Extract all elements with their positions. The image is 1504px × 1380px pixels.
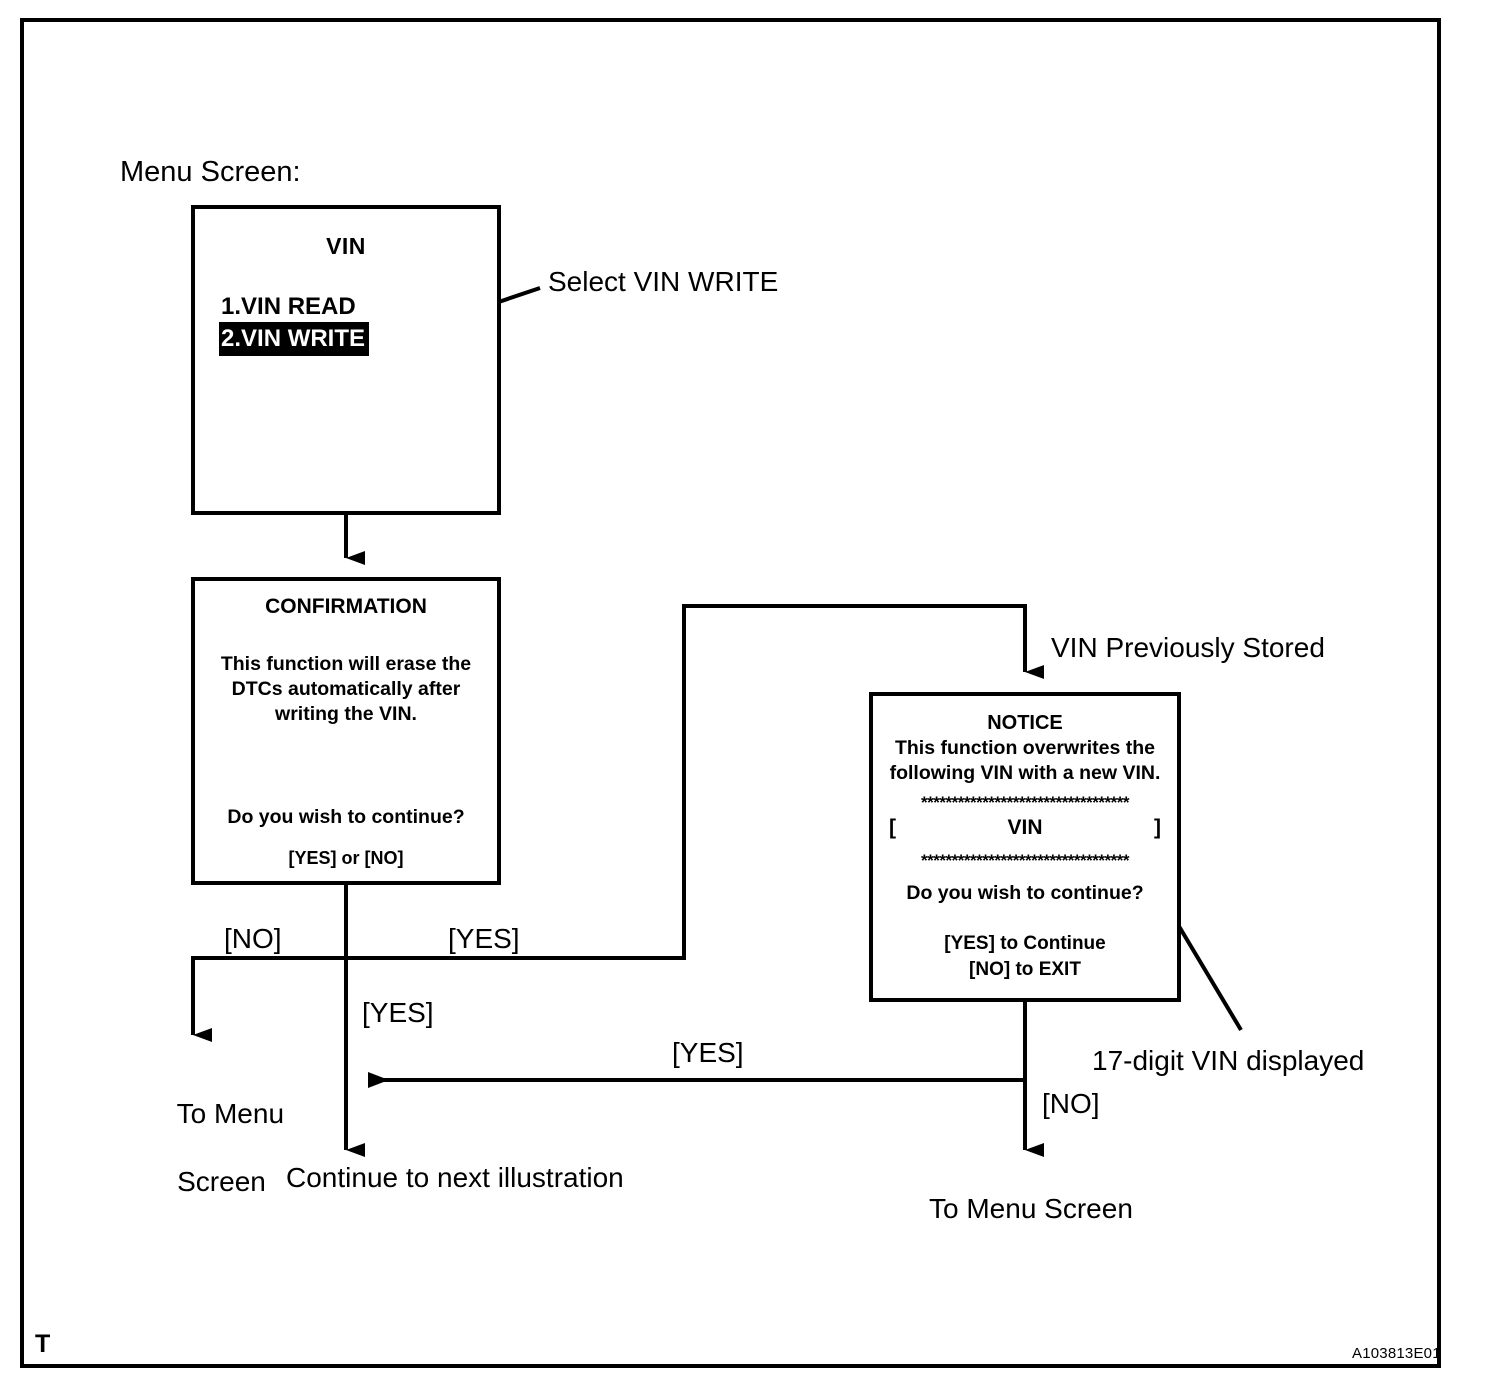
notice-title: NOTICE <box>987 712 1063 734</box>
screen-notice: NOTICE This function overwrites the foll… <box>869 692 1181 1002</box>
confirmation-question: Do you wish to continue? <box>227 806 465 828</box>
confirmation-body: This function will erase the DTCs automa… <box>205 652 487 727</box>
notice-body-line1: This function overwrites the <box>894 737 1156 759</box>
menu-screen-label: Menu Screen: <box>120 156 301 188</box>
edge-label-no-confirmation: [NO] <box>224 923 282 954</box>
confirmation-body-line1: This function will erase the <box>220 653 472 675</box>
confirmation-title: CONFIRMATION <box>265 595 427 618</box>
notice-separator-top: ********************************** <box>921 793 1129 809</box>
callout-vin-previously-stored: VIN Previously Stored <box>1051 632 1325 663</box>
notice-body: This function overwrites the following V… <box>879 736 1171 786</box>
notice-separator-bottom: ********************************** <box>921 851 1129 867</box>
terminal-to-menu-screen-left-line2: Screen <box>177 1166 266 1197</box>
callout-17-digit-vin-displayed: 17-digit VIN displayed <box>1092 1045 1365 1076</box>
edge-label-yes-notice-return: [YES] <box>672 1037 744 1068</box>
confirmation-body-line3: writing the VIN. <box>275 703 417 725</box>
menu-item-vin-write[interactable]: 2.VIN WRITE <box>219 322 370 356</box>
terminal-to-menu-screen-left: To Menu Screen <box>146 1063 284 1233</box>
notice-actions: [YES] to Continue [NO] to EXIT <box>873 931 1177 983</box>
notice-vin-bracket-open: [ <box>889 816 896 839</box>
screen-confirmation: CONFIRMATION This function will erase th… <box>191 577 501 885</box>
notice-vin-value: VIN <box>1007 816 1043 839</box>
notice-body-line2: following VIN with a new VIN. <box>889 762 1161 784</box>
notice-vin-bracket-close: ] <box>1154 816 1161 839</box>
corner-mark: T <box>35 1330 51 1358</box>
confirmation-options: [YES] or [NO] <box>288 848 404 868</box>
figure-code: A103813E01 <box>1352 1345 1441 1362</box>
terminal-continue-next-illustration: Continue to next illustration <box>286 1162 624 1193</box>
menu-item-vin-read[interactable]: 1.VIN READ <box>221 293 356 320</box>
notice-vin-field: [ VIN ] <box>889 816 1161 840</box>
callout-select-vin-write: Select VIN WRITE <box>548 266 779 297</box>
notice-question: Do you wish to continue? <box>906 882 1144 904</box>
confirmation-body-line2: DTCs automatically after <box>231 678 461 700</box>
terminal-to-menu-screen-left-line1: To Menu <box>176 1098 285 1129</box>
edge-label-yes-to-notice: [YES] <box>448 923 520 954</box>
edge-label-yes-continue: [YES] <box>362 997 434 1028</box>
edge-label-no-notice: [NO] <box>1042 1088 1100 1119</box>
notice-action-yes: [YES] to Continue <box>944 933 1106 954</box>
vin-menu-title: VIN <box>326 233 366 259</box>
page-border <box>20 18 1441 1368</box>
vin-menu-list: 1.VIN READ 2.VIN WRITE <box>219 291 370 356</box>
screen-vin-menu: VIN 1.VIN READ 2.VIN WRITE <box>191 205 501 515</box>
notice-action-no: [NO] to EXIT <box>969 959 1081 980</box>
terminal-to-menu-screen-right: To Menu Screen <box>929 1193 1133 1224</box>
